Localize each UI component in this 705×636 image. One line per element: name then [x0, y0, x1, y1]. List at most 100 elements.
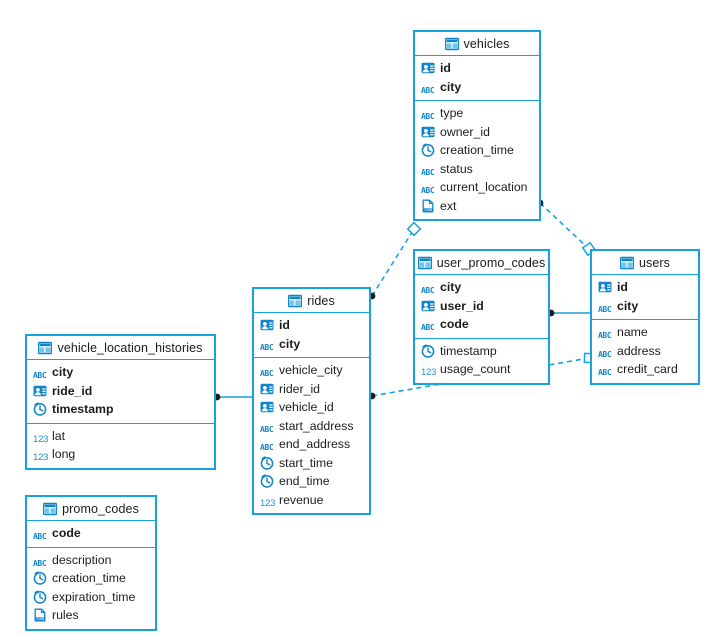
- svg-text:JSON: JSON: [36, 617, 44, 621]
- abc-text-icon: ABC: [598, 331, 612, 341]
- table-header-promo_codes[interactable]: promo_codes: [27, 497, 155, 521]
- field-row-vehicles-id[interactable]: id: [415, 59, 539, 78]
- table-name: vehicles: [463, 36, 510, 51]
- table-header-users[interactable]: users: [592, 251, 698, 275]
- field-row-rides-end_address[interactable]: ABC end_address: [254, 435, 369, 454]
- id-card-icon: [421, 125, 435, 139]
- id-card-icon: [421, 61, 435, 75]
- field-label: id: [617, 280, 628, 295]
- field-label: end_address: [279, 437, 351, 452]
- json-document-icon: JSON: [33, 608, 47, 622]
- table-name: rides: [307, 293, 335, 308]
- field-row-users-id[interactable]: id: [592, 278, 698, 297]
- table-name: user_promo_codes: [436, 255, 546, 270]
- abc-text-icon: ABC: [421, 167, 435, 177]
- clock-icon: [33, 402, 47, 416]
- 123-number-icon: 123: [33, 452, 49, 464]
- abc-text-icon: ABC: [260, 342, 274, 352]
- abc-text-icon: ABC: [598, 368, 612, 378]
- field-label: end_time: [279, 474, 330, 489]
- field-row-rides-start_time[interactable]: start_time: [254, 454, 369, 473]
- field-row-rides-end_time[interactable]: end_time: [254, 472, 369, 491]
- field-row-user_promo_codes-user_id[interactable]: user_id: [415, 297, 548, 316]
- relationship-vehicles-to-users[interactable]: [536, 199, 597, 257]
- id-card-icon: [260, 382, 274, 396]
- abc-text-icon: ABC: [421, 286, 435, 296]
- table-header-user_promo_codes[interactable]: user_promo_codes: [415, 251, 548, 275]
- table-grid-icon: [444, 37, 459, 51]
- abc-text-icon: ABC: [260, 424, 274, 434]
- field-row-vehicles-creation_time[interactable]: creation_time: [415, 141, 539, 160]
- field-row-vehicles-owner_id[interactable]: owner_id: [415, 123, 539, 142]
- field-label: type: [440, 106, 464, 121]
- field-row-rides-vehicle_id[interactable]: vehicle_id: [254, 398, 369, 417]
- field-label: start_address: [279, 418, 354, 433]
- field-row-promo_codes-creation_time[interactable]: creation_time: [27, 569, 155, 588]
- table-name: promo_codes: [62, 501, 139, 516]
- field-label: start_time: [279, 455, 333, 470]
- field-label: city: [617, 298, 639, 313]
- abc-text-icon: ABC: [421, 112, 435, 122]
- table-name: users: [638, 255, 671, 270]
- 123-number-icon: 123: [33, 433, 49, 445]
- edge-target-square: [406, 221, 422, 237]
- clock-icon: [421, 344, 435, 358]
- 123-number-icon: 123: [260, 497, 276, 509]
- field-label: ext: [440, 198, 457, 213]
- field-label: code: [52, 526, 81, 541]
- field-row-vehicles-type[interactable]: ABC type: [415, 104, 539, 123]
- field-row-vehicle_location_histories-timestamp[interactable]: timestamp: [27, 400, 214, 419]
- relationship-vlh-to-rides[interactable]: [213, 393, 252, 401]
- relationship-upc-to-users[interactable]: [547, 309, 590, 317]
- table-header-rides[interactable]: rides: [254, 289, 369, 313]
- table-header-vehicles[interactable]: vehicles: [415, 32, 539, 56]
- abc-text-icon: ABC: [33, 558, 47, 568]
- field-label: revenue: [279, 492, 324, 507]
- abc-text-icon: ABC: [260, 443, 274, 453]
- table-name: vehicle_location_histories: [57, 340, 203, 355]
- id-card-icon: [598, 280, 612, 294]
- field-row-promo_codes-expiration_time[interactable]: expiration_time: [27, 588, 155, 607]
- table-header-vehicle_location_histories[interactable]: vehicle_location_histories: [27, 336, 214, 360]
- field-row-user_promo_codes-timestamp[interactable]: timestamp: [415, 342, 548, 361]
- field-row-rides-id[interactable]: id: [254, 316, 369, 335]
- table-grid-icon: [38, 341, 53, 355]
- field-label: rider_id: [279, 381, 321, 396]
- field-label: lat: [52, 428, 65, 443]
- field-row-rides-start_address[interactable]: ABC start_address: [254, 417, 369, 436]
- field-row-vehicle_location_histories-ride_id[interactable]: ride_id: [27, 382, 214, 401]
- field-row-rides-rider_id[interactable]: rider_id: [254, 380, 369, 399]
- field-label: expiration_time: [52, 589, 136, 604]
